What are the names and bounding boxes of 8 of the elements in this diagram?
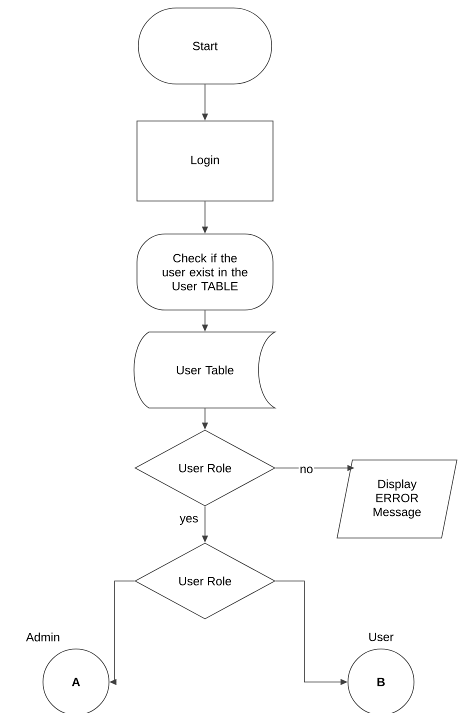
edge-label: yes — [178, 514, 200, 526]
process-box: Check if the user exist in the User TABLE — [136, 234, 274, 310]
process-box: Login — [136, 120, 274, 202]
beside-label: User — [369, 632, 394, 642]
beside-label: Admin — [26, 632, 60, 642]
output-parallelogram: Display ERROR Message — [336, 460, 458, 538]
edge-label: no — [298, 466, 314, 474]
start-terminal: Start — [138, 8, 272, 84]
